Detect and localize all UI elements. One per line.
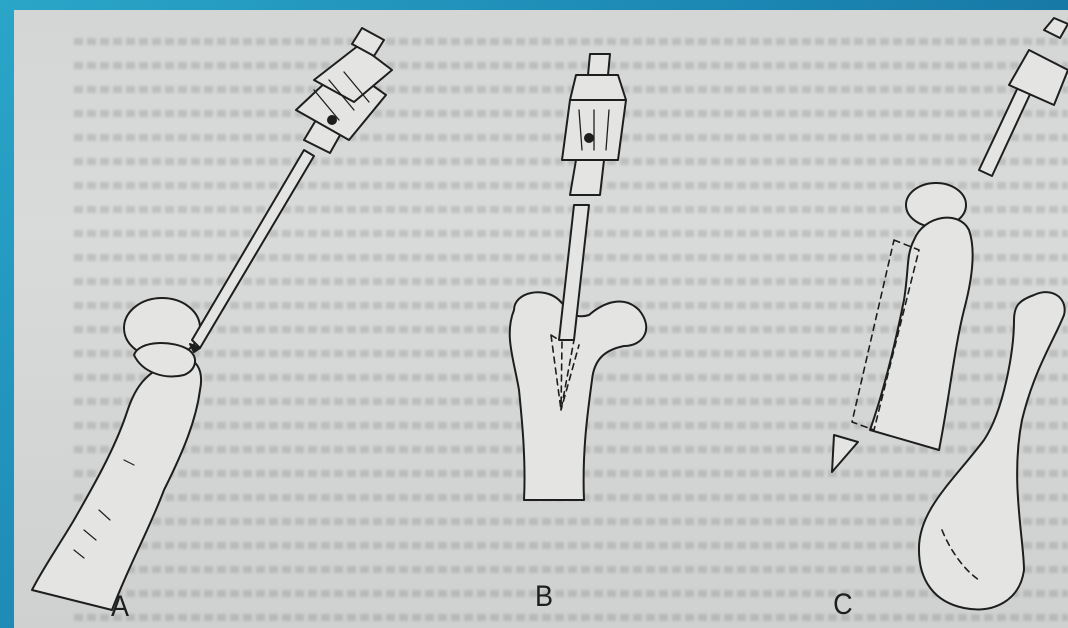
panel-label-b: B (535, 580, 553, 614)
panel-label-c: C (833, 588, 853, 622)
panel-label-a: A (111, 590, 129, 624)
book-page-photo: A B C (14, 10, 1068, 628)
panel-b-illustration (510, 54, 647, 500)
femur-drilling-figure (14, 10, 1068, 628)
panel-a-illustration (32, 28, 392, 610)
panel-c-illustration (832, 18, 1068, 609)
